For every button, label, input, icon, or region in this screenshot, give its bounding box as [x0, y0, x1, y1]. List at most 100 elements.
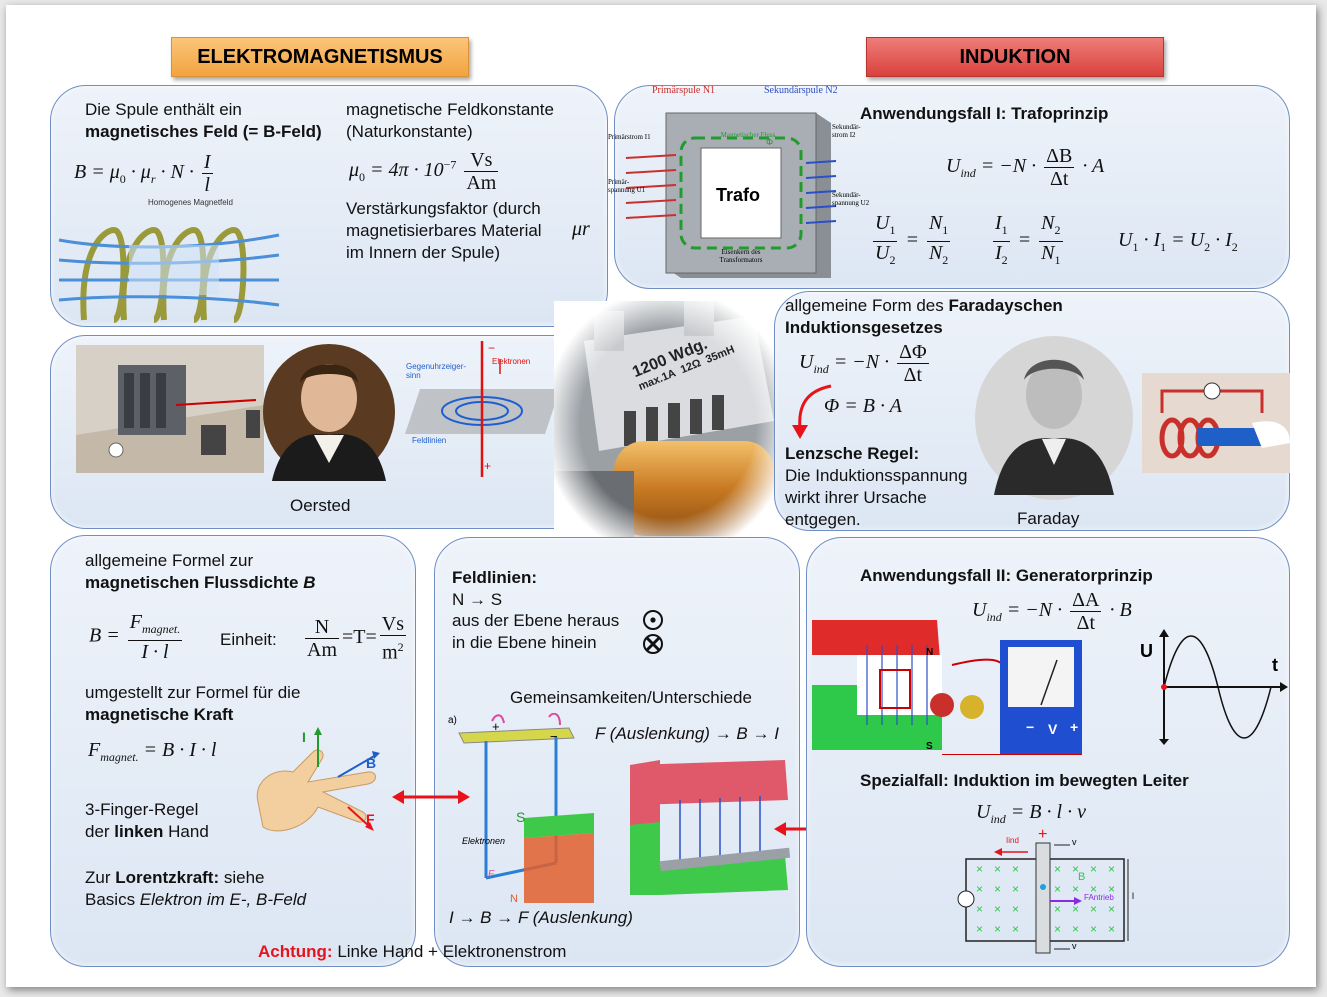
svg-text:×: × — [1072, 882, 1079, 896]
cheat-sheet: ELEKTROMAGNETISMUS INDUKTION Die Spule e… — [6, 5, 1316, 987]
generator-n: N — [926, 647, 934, 658]
swing-diagram-f: F — [488, 869, 495, 880]
svg-text:×: × — [994, 882, 1001, 896]
force-chain-bottom: I → B → F (Auslenkung) — [449, 908, 633, 927]
special-formula: Uind = B · l · v — [976, 801, 1086, 826]
svg-text:×: × — [994, 862, 1001, 876]
mur-symbol: μr — [572, 218, 590, 240]
trafo-secondary-voltage: Sekundär-spannung U2 — [832, 191, 870, 207]
panel-fieldlines — [434, 537, 800, 967]
fieldlines-in: in die Ebene hinein — [452, 633, 597, 652]
header-elektromagnetismus: ELEKTROMAGNETISMUS — [171, 37, 469, 77]
swing-diagram-n: N — [510, 893, 518, 905]
meter-plus: + — [1070, 719, 1079, 735]
svg-text:×: × — [1090, 922, 1097, 936]
svg-text:×: × — [976, 902, 983, 916]
trafo-flux: Magnetischer Fluss — [720, 131, 776, 139]
oersted-counter: Gegenuhrzeiger-sinn — [406, 362, 467, 380]
swing-diagram-minus: − — [550, 729, 558, 744]
hand-b-label: B — [366, 755, 377, 771]
svg-text:×: × — [1054, 922, 1061, 936]
swing-diagram-a: a) — [448, 715, 457, 726]
svg-text:×: × — [1012, 902, 1019, 916]
out-of-plane-icon — [643, 610, 663, 630]
faraday-phi-formula: Φ = B · A — [824, 395, 902, 417]
svg-text:×: × — [1108, 862, 1115, 876]
trafo-secondary-current: Sekundär-strom I2 — [832, 123, 861, 139]
svg-text:×: × — [1072, 902, 1079, 916]
fieldlines-out: aus der Ebene heraus — [452, 611, 620, 630]
left-hand-rule-image — [256, 727, 380, 832]
trafo-diagram — [625, 112, 837, 278]
swing-diagram-s: S — [516, 809, 526, 825]
force-chain-top: F (Auslenkung) → B → I — [595, 724, 779, 743]
svg-text:×: × — [1072, 922, 1079, 936]
faraday-induction-image — [1142, 373, 1290, 473]
svg-text:×: × — [1090, 902, 1097, 916]
svg-text:×: × — [1012, 882, 1019, 896]
trafo-title: Anwendungsfall I: Trafoprinzip — [860, 104, 1109, 123]
generator-diagram — [812, 620, 1082, 755]
warning-note: Achtung: Linke Hand + Elektronenstrom — [258, 942, 567, 961]
oersted-electrons: Elektronen — [492, 357, 531, 366]
trafo-power: U1 · I1 = U2 · I2 — [1118, 229, 1238, 254]
into-plane-icon — [643, 634, 663, 654]
moving-conductor-diagram: ××××××× ××××××× ××××××× ××××××× + — [957, 826, 1129, 954]
svg-text:×: × — [1108, 922, 1115, 936]
svg-text:×: × — [1108, 882, 1115, 896]
red-arrow-left — [392, 789, 470, 808]
oersted-portrait — [263, 344, 395, 481]
oersted-minus: − — [488, 341, 496, 355]
swing-diagram-electrons: Elektronen — [462, 836, 506, 846]
generator-title: Anwendungsfall II: Generatorprinzip — [860, 566, 1153, 585]
coil-const-text: magnetische Feldkonstante(Naturkonstante… — [346, 100, 554, 141]
svg-text:×: × — [1090, 862, 1097, 876]
oersted-field-diagram — [405, 341, 560, 477]
hand-i-label: I — [302, 729, 306, 745]
hand-f-label: F — [366, 811, 375, 827]
faraday-caption: Faraday — [1017, 509, 1080, 528]
meter-minus: − — [1026, 719, 1035, 735]
trafo-primary-voltage: Primär-spannung U1 — [608, 178, 646, 194]
conductor-swing-diagram — [458, 713, 594, 903]
similarities-label: Gemeinsamkeiten/Unterschiede — [510, 688, 752, 707]
special-title: Spezialfall: Induktion im bewegten Leite… — [860, 771, 1189, 790]
meter-v: V — [1048, 721, 1058, 737]
svg-text:×: × — [1108, 902, 1115, 916]
trafo-secondary: Sekundärspule N2 — [764, 85, 838, 96]
flux-unit-label: Einheit: — [220, 630, 277, 649]
oersted-plus: + — [484, 459, 492, 473]
trafo-primary: Primärspule N1 — [652, 85, 716, 96]
panel-flux-density — [50, 535, 416, 967]
svg-text:×: × — [1012, 862, 1019, 876]
fieldlines-title: Feldlinien: — [452, 568, 537, 587]
magnet-rail-diagram — [630, 760, 791, 895]
swing-diagram-plus: + — [492, 719, 500, 734]
generator-s: S — [926, 741, 933, 752]
special-l: l — [1132, 891, 1134, 901]
force-formula: Fmagnet. = B · I · l — [88, 739, 217, 764]
trafo-label: Trafo — [716, 185, 761, 205]
sine-axis-t: t — [1272, 655, 1278, 675]
svg-text:×: × — [994, 902, 1001, 916]
special-b: B — [1078, 871, 1086, 883]
svg-text:×: × — [994, 922, 1001, 936]
coil-field-image — [58, 226, 280, 323]
coil-image-caption: Homogenes Magnetfeld — [148, 198, 233, 207]
svg-text:+: + — [1038, 826, 1047, 843]
svg-text:×: × — [1090, 882, 1097, 896]
fieldlines-ns: N → S — [452, 590, 503, 609]
svg-text:×: × — [1012, 922, 1019, 936]
header-induktion: INDUKTION — [866, 37, 1164, 77]
